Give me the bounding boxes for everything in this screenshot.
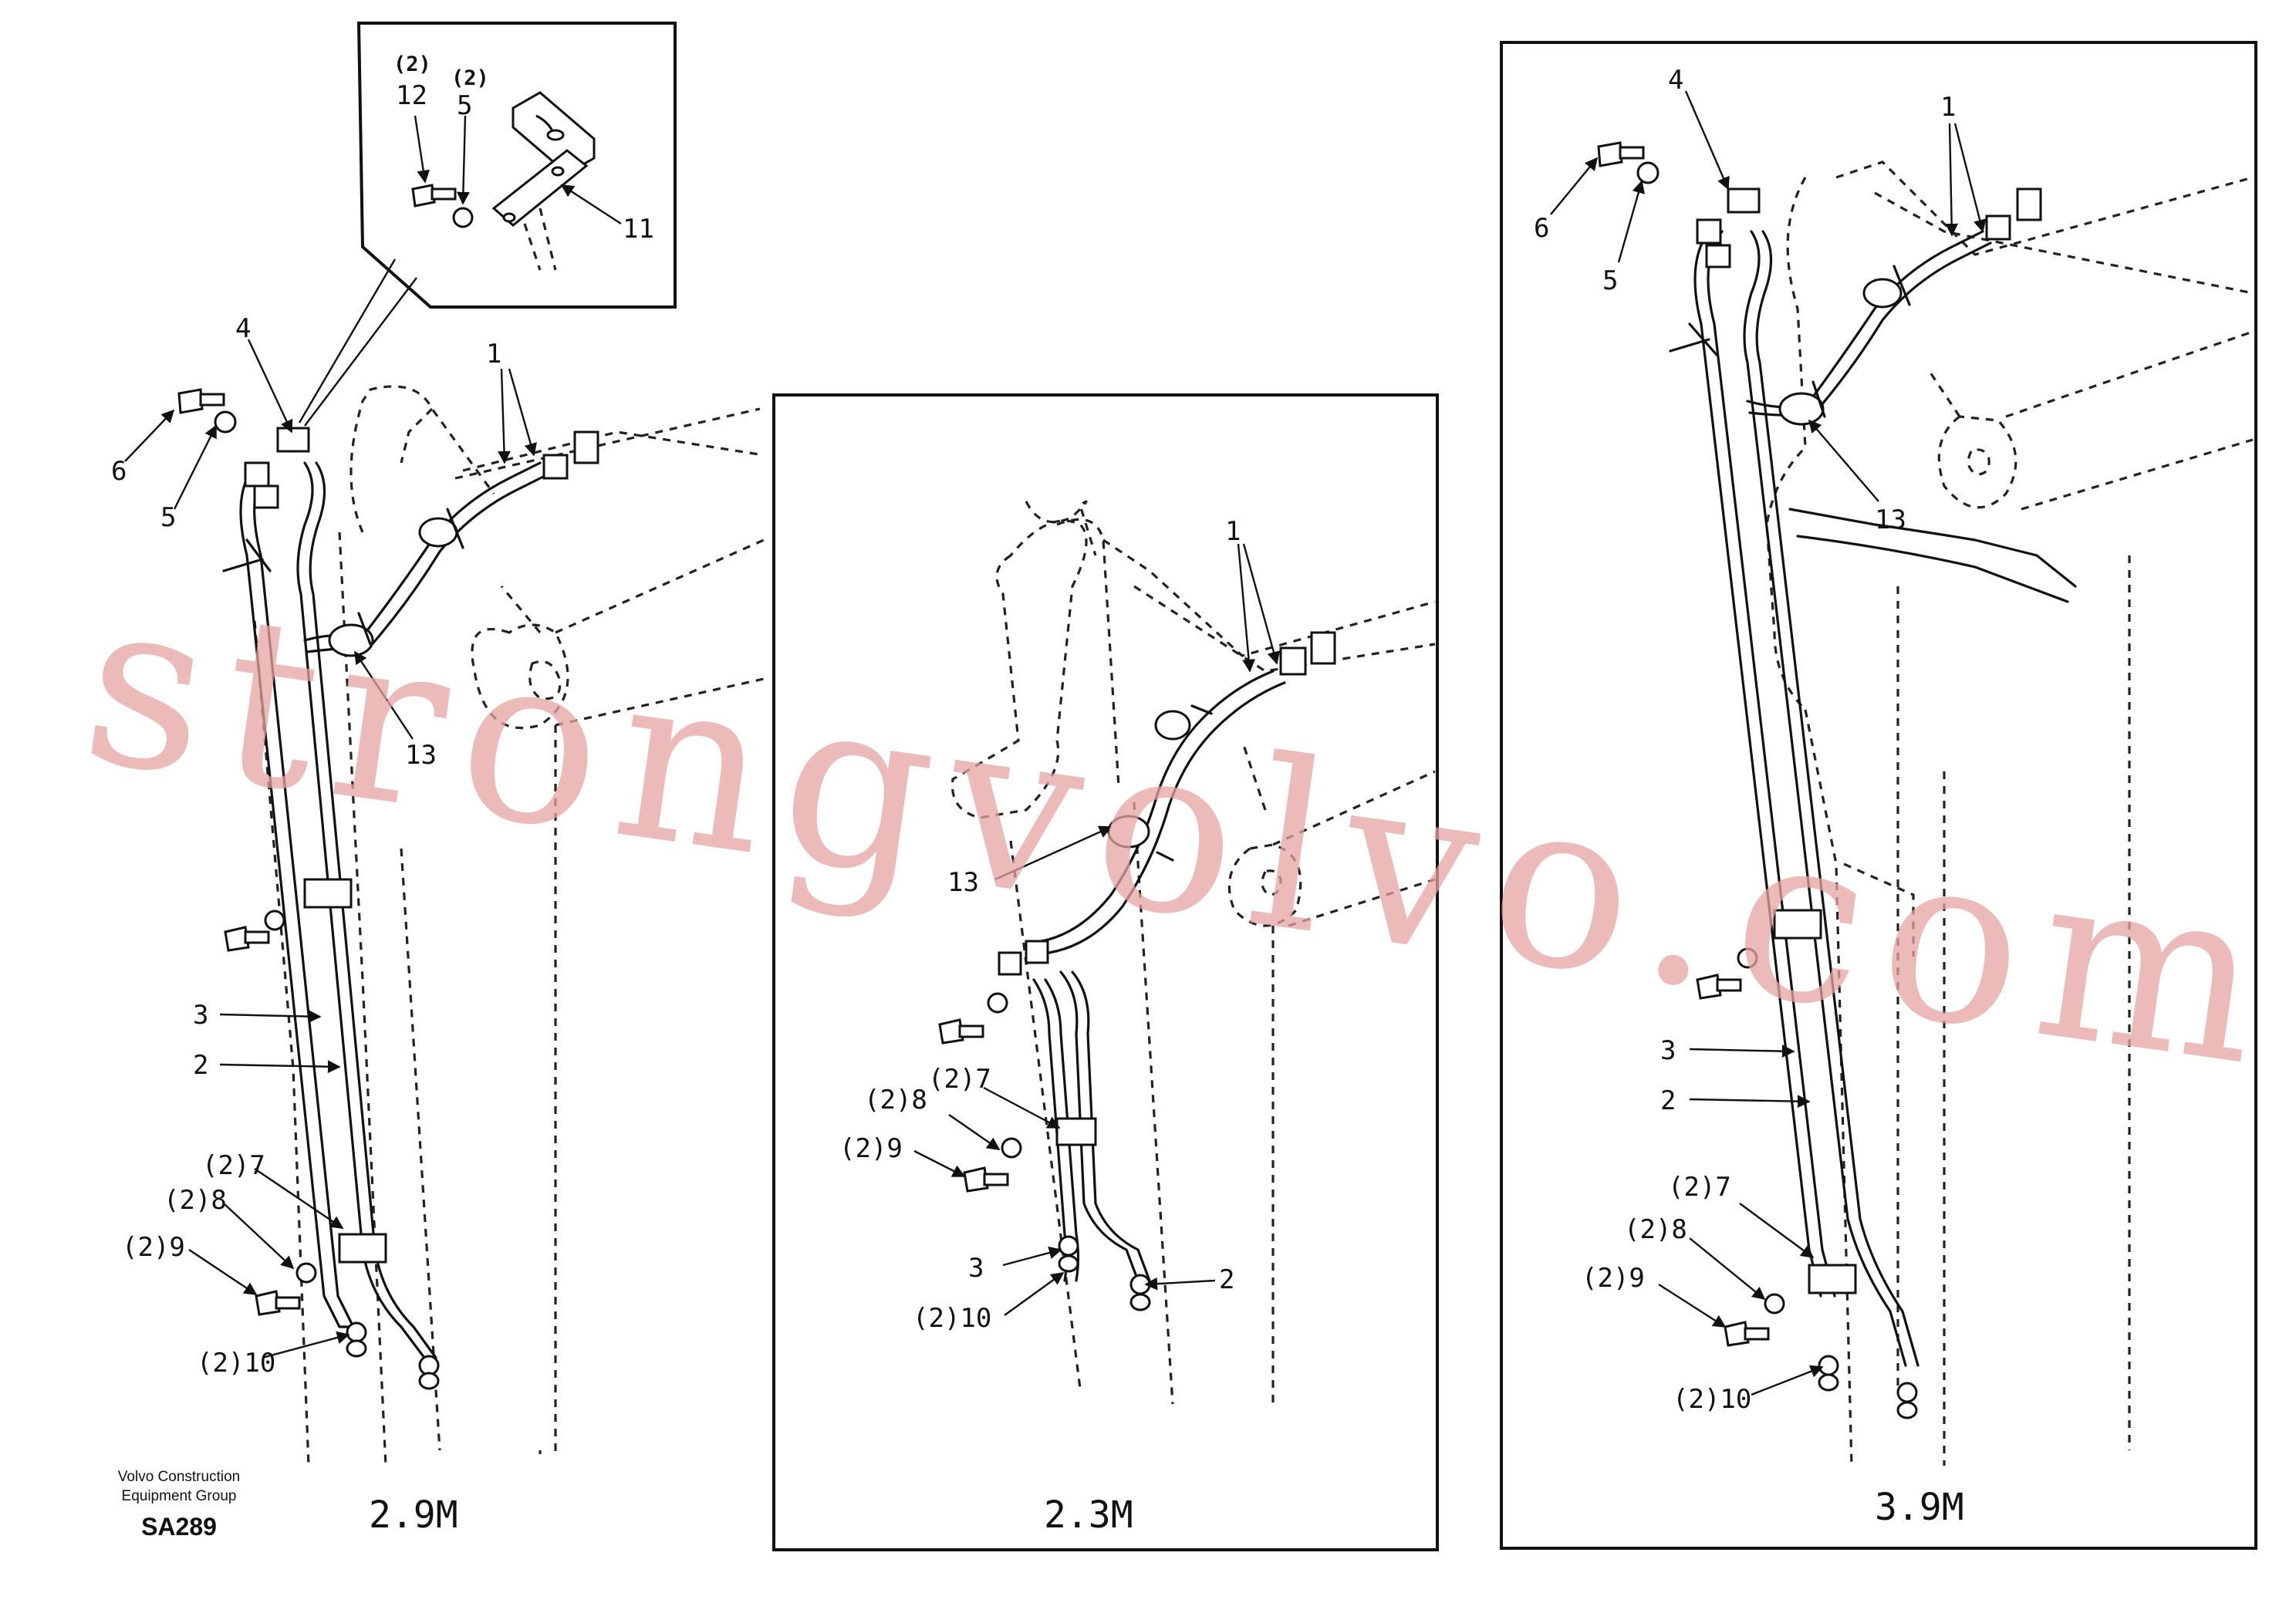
part-label-2: 2 bbox=[193, 1050, 208, 1081]
right-view-frame bbox=[1500, 41, 2257, 1550]
part-label-5: 5 bbox=[160, 502, 176, 533]
company-name-line2: Equipment Group bbox=[122, 1488, 237, 1504]
part-label-12: 12 bbox=[396, 80, 427, 111]
middle-view-frame bbox=[772, 393, 1439, 1551]
view-caption-right: 3.9M bbox=[1875, 1486, 1964, 1529]
part-label-13: 13 bbox=[947, 867, 979, 898]
part-label-1: 1 bbox=[486, 339, 501, 370]
part-label-8: (2)8 bbox=[864, 1085, 927, 1115]
watermark: strongvolvo.com bbox=[70, 545, 2295, 1119]
part-label-8: (2)8 bbox=[164, 1185, 227, 1216]
part-label-9: (2)9 bbox=[122, 1232, 185, 1263]
part-label-3: 3 bbox=[193, 1000, 208, 1031]
right-view-drawing bbox=[1550, 90, 2254, 1466]
part-label-1: 1 bbox=[1225, 516, 1241, 547]
part-label-13: 13 bbox=[405, 740, 437, 771]
detail-callout-box bbox=[356, 22, 677, 309]
part-label-5: 5 bbox=[457, 90, 472, 121]
view-caption-middle: 2.3M bbox=[1044, 1493, 1133, 1537]
part-label-2: 2 bbox=[1660, 1085, 1676, 1116]
view-caption-left: 2.9M bbox=[369, 1493, 458, 1537]
part-label-7: (2)7 bbox=[202, 1150, 265, 1181]
part-label-2: 2 bbox=[1219, 1264, 1234, 1295]
callout-line bbox=[298, 258, 397, 424]
part-label-3: 3 bbox=[1660, 1035, 1676, 1066]
part-label-7: (2)7 bbox=[928, 1064, 991, 1095]
callout-line bbox=[304, 277, 417, 427]
part-label-8: (2)8 bbox=[1624, 1214, 1687, 1245]
drawing-code: SA289 bbox=[141, 1513, 217, 1541]
part-label-9: (2)9 bbox=[839, 1133, 903, 1164]
part-label-13: 13 bbox=[1875, 505, 1906, 535]
left-view-drawing bbox=[124, 339, 765, 1466]
part-label-6: 6 bbox=[1534, 213, 1549, 244]
part-label-10: (2)10 bbox=[913, 1303, 991, 1334]
part-label-9: (2)9 bbox=[1582, 1263, 1645, 1294]
company-name-line1: Volvo Construction bbox=[118, 1469, 240, 1485]
part-label-7: (2)7 bbox=[1668, 1172, 1731, 1203]
part-label-4: 4 bbox=[235, 313, 251, 344]
part-label-1: 1 bbox=[1940, 92, 1956, 123]
part-label-10: (2)10 bbox=[197, 1348, 275, 1379]
part-label-5: 5 bbox=[1602, 265, 1618, 296]
detail-inset-drawing bbox=[411, 91, 622, 271]
middle-view-drawing bbox=[913, 500, 1436, 1405]
part-label-4: 4 bbox=[1668, 65, 1683, 96]
part-label-3: 3 bbox=[968, 1253, 984, 1284]
part-label-11: 11 bbox=[623, 214, 654, 245]
part-label-6: 6 bbox=[111, 456, 127, 487]
qty-marker: (2) bbox=[393, 52, 431, 76]
qty-marker: (2) bbox=[451, 66, 489, 90]
part-label-10: (2)10 bbox=[1673, 1384, 1751, 1415]
